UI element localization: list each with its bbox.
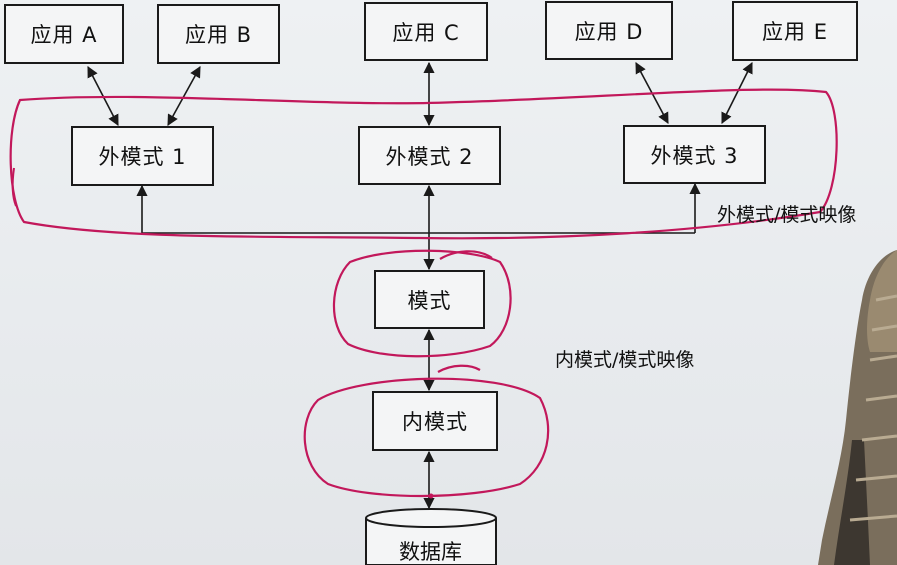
internal-schema-mapping-label: 内模式/模式映像 (555, 349, 695, 371)
database-label: 数据库 (399, 540, 462, 564)
link-app-b-to-external-1 (167, 66, 201, 126)
app-e-box: 应用 E (732, 1, 858, 61)
presenter-silhouette (818, 250, 897, 565)
external-schema-mapping-label: 外模式/模式映像 (717, 204, 857, 226)
annotation-dot (428, 493, 434, 499)
annotation-loop-schema (332, 249, 512, 358)
app-b-box: 应用 B (157, 4, 280, 64)
schema-box: 模式 (374, 270, 485, 329)
annotation-loop-external-schemas (9, 88, 838, 240)
internal-schema-box: 内模式 (372, 391, 498, 451)
app-c-box: 应用 C (364, 2, 488, 61)
annotation-tick-internal (437, 364, 481, 373)
external-schema-1-box: 外模式 1 (71, 126, 214, 186)
link-app-e-to-external-3 (721, 61, 753, 125)
external-schema-3-box: 外模式 3 (623, 125, 766, 184)
database-cylinder-icon (365, 508, 497, 565)
annotation-tick-left (11, 167, 17, 207)
annotation-loop-internal-schema (303, 377, 550, 498)
annotation-tick-schema (439, 250, 493, 260)
app-a-box: 应用 A (4, 4, 124, 64)
external-schema-2-box: 外模式 2 (358, 126, 501, 185)
app-d-box: 应用 D (545, 1, 673, 60)
